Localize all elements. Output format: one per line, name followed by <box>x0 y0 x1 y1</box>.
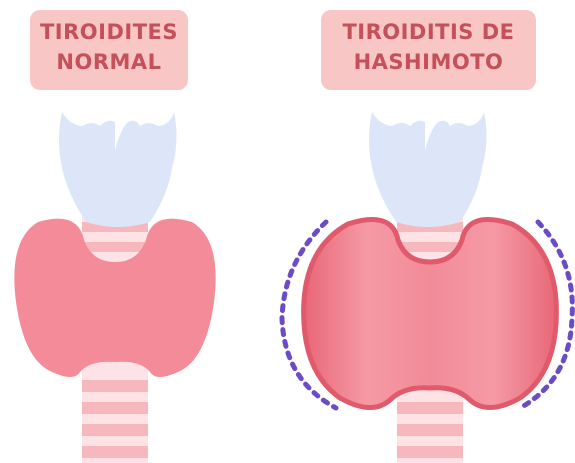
hashimoto-larynx <box>369 112 487 227</box>
hashimoto-thyroid-illustration <box>282 112 572 463</box>
normal-larynx <box>59 112 177 227</box>
normal-thyroid-illustration <box>14 112 215 463</box>
